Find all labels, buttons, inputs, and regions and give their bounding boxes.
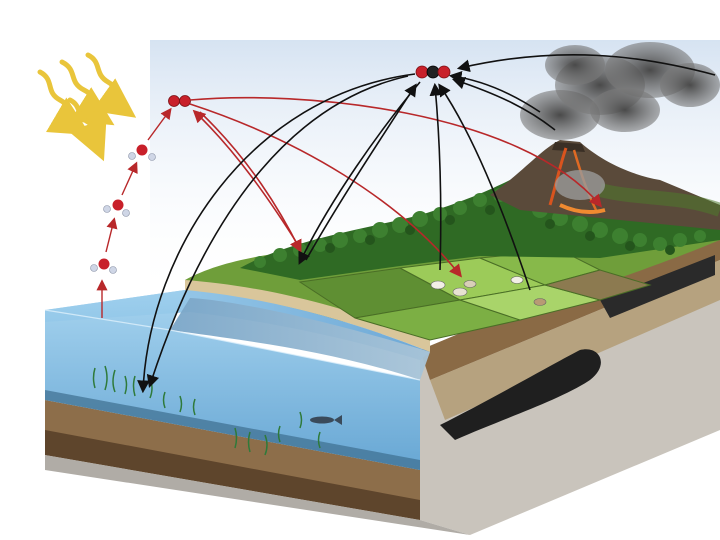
co2-flow-arrow	[438, 83, 531, 291]
oxygen-flow-arrow	[192, 109, 301, 249]
cow	[533, 298, 547, 306]
sun-rays	[37, 52, 137, 162]
seaweed	[92, 365, 321, 456]
ocean	[44, 290, 430, 470]
evaporation-arrow	[105, 217, 118, 253]
wave-wall	[170, 298, 430, 380]
underground-deposit	[600, 255, 715, 318]
carbon-dioxide-molecule	[415, 65, 451, 79]
co2-flow-arrow	[305, 83, 417, 261]
evaporation-arrow	[147, 107, 172, 141]
co2-flow-arrow	[456, 53, 716, 76]
cow	[463, 280, 477, 288]
co2-flow-arrow	[137, 73, 416, 394]
cows	[430, 276, 547, 306]
cow	[430, 280, 446, 290]
smoke-cloud	[520, 42, 720, 200]
fish	[310, 415, 342, 425]
cow	[452, 287, 468, 297]
oxygen-flow-arrow	[189, 103, 463, 278]
co2-flow-arrow	[146, 75, 409, 389]
co2-flow-arrow	[451, 76, 556, 131]
oxygen-flow-arrow	[189, 96, 603, 208]
farm-fields	[298, 249, 652, 341]
water-molecule	[128, 144, 156, 161]
oxygen-molecule	[168, 95, 191, 107]
evaporation-arrow	[121, 161, 138, 196]
lava-flow	[548, 147, 568, 206]
water-molecule	[90, 258, 117, 274]
co2-flow-arrow	[429, 82, 443, 271]
water-molecule	[103, 199, 130, 217]
cow	[510, 276, 524, 284]
